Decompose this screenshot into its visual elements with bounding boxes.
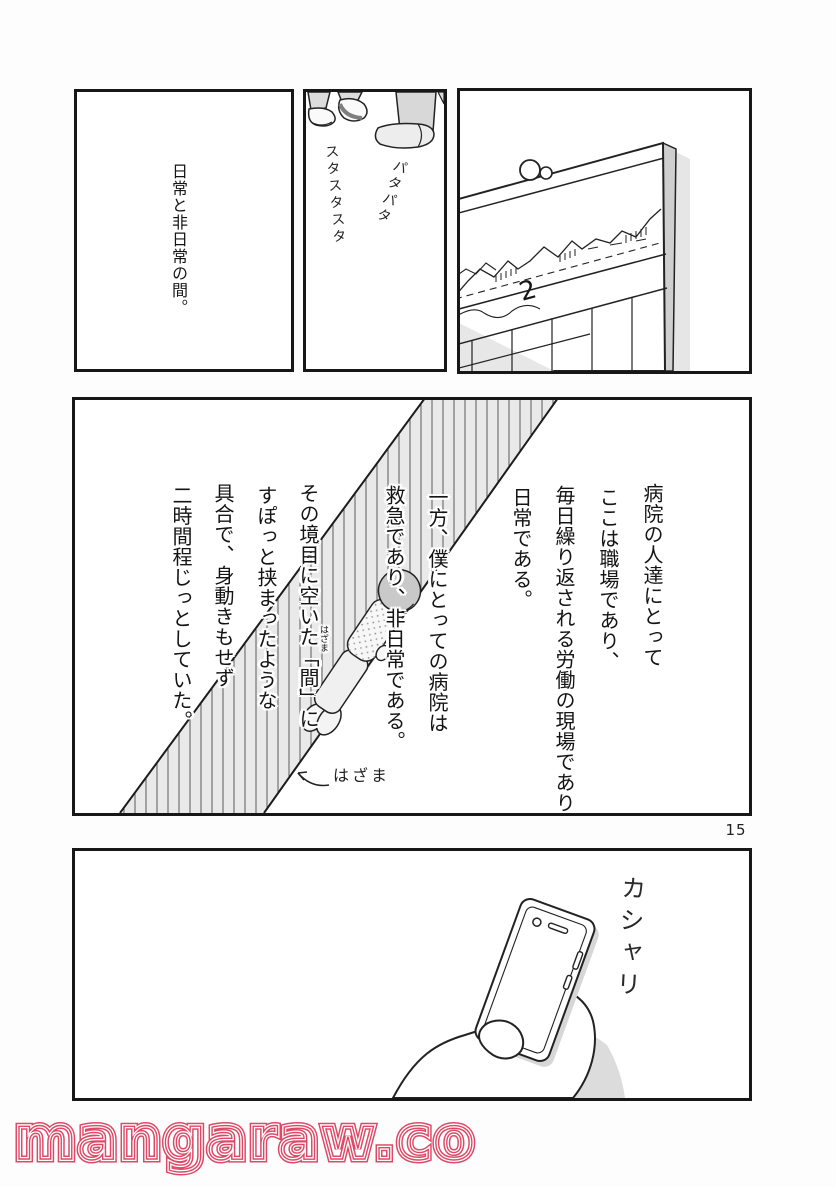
panel-phone: カシャリ xyxy=(72,848,752,1101)
caption-text: 日常と非日常の間。 xyxy=(169,163,188,316)
hazama-arrow-label: はざま xyxy=(333,766,391,785)
phone-hand-drawing xyxy=(391,898,625,1098)
panel-hazama: 病院の人達にとって ここは職場であり、 毎日繰り返される労働の現場であり 日常で… xyxy=(72,397,752,816)
narration-col-5: 一方、僕にとっての病院は xyxy=(425,487,449,733)
person-head xyxy=(377,568,422,613)
panel-calendar: 2 xyxy=(457,88,752,374)
phone-volume-button xyxy=(572,950,584,970)
phone-volume-button xyxy=(562,974,573,990)
thumb xyxy=(478,1019,525,1060)
feet-drawing xyxy=(307,92,444,149)
phone-camera xyxy=(532,917,542,927)
lying-person xyxy=(301,568,422,736)
narration-col-10: 二時間程じっとしていた。 xyxy=(169,485,193,731)
panel-caption: 日常と非日常の間。 xyxy=(74,89,294,372)
sfx-shutter: カシャリ xyxy=(611,874,648,1004)
hazama-arrow xyxy=(297,771,330,787)
narration-col-6: 救急であり、非日常である。 xyxy=(382,485,406,752)
narration-col-9: 具合で、身動きもせず xyxy=(211,483,235,688)
calendar-month: 2 xyxy=(516,275,540,308)
panel-feet: スタスタスタ パタパタ xyxy=(303,89,447,372)
calendar-drawing: 2 xyxy=(460,141,690,371)
narration-col-7: その境目に空いた「間」に xyxy=(296,483,320,729)
narration-col-3: 毎日繰り返される労働の現場であり xyxy=(552,485,576,813)
narration-col-1: 病院の人達にとって xyxy=(640,483,664,668)
calendar-pin xyxy=(519,159,541,181)
narration-col-8: すぽっと挟まったような xyxy=(254,485,278,711)
page-number: 15 xyxy=(725,821,747,839)
narration-col-4: 日常である。 xyxy=(509,487,533,610)
furigana-hazama: はざま xyxy=(318,625,328,652)
watermark-text: mangaraw.co xyxy=(10,1101,477,1178)
narration-col-2: ここは職場であり、 xyxy=(596,487,620,672)
gap-drawing xyxy=(119,400,558,813)
site-watermark: mangaraw.co mangaraw.co mangaraw.co xyxy=(10,1101,477,1178)
